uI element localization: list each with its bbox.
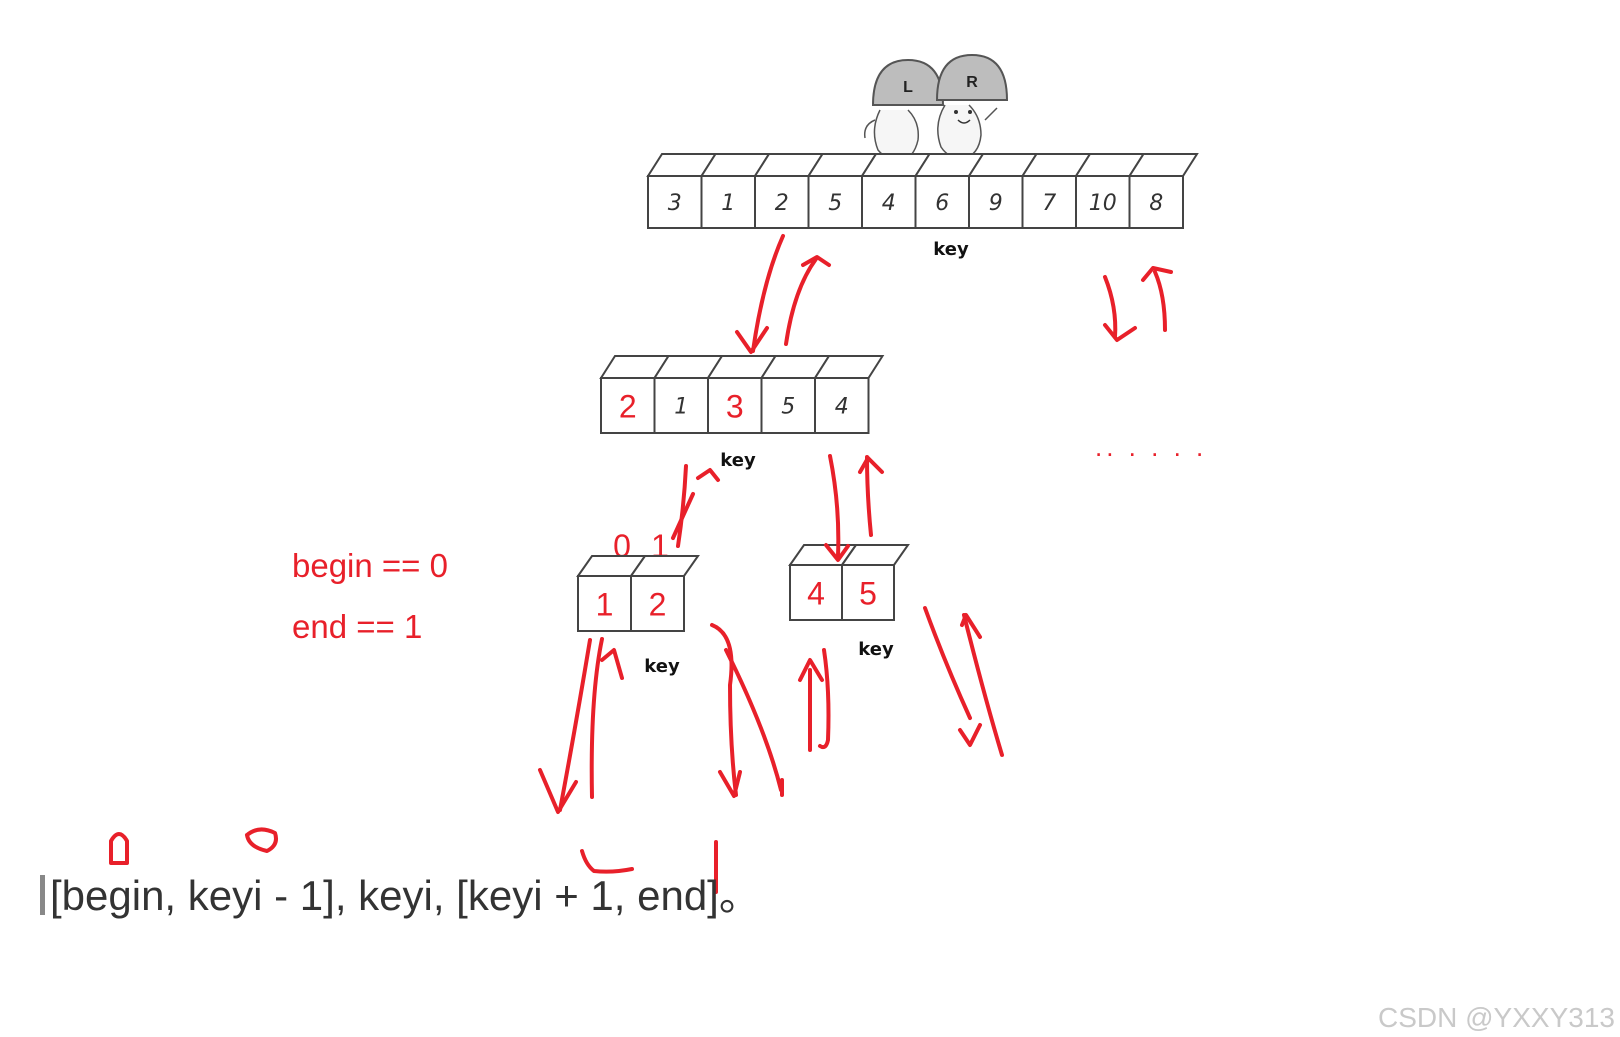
cell-value: 4: [882, 191, 896, 216]
recursion-arrows: [109, 234, 1173, 894]
array-cell: [968, 175, 1024, 229]
cell-value: 2: [619, 389, 637, 425]
array-cell: [841, 564, 895, 621]
array-cell: [789, 564, 843, 621]
right-helmet-icon: [935, 53, 1009, 101]
array-cell: [653, 377, 709, 434]
cell-value: 4: [835, 395, 849, 420]
sub-array-1: 2 1 3 5 4: [599, 355, 885, 434]
ellipsis: .. . . . .: [1095, 432, 1207, 462]
cell-value: 9: [989, 191, 1003, 216]
main-key-label: key: [933, 239, 969, 260]
array-cell: [630, 575, 685, 632]
main-array: 3 1 2 5 4 6 9 7 10 8: [646, 153, 1199, 229]
array-cell: [707, 377, 763, 434]
array-cell: [1021, 175, 1077, 229]
helmet-label-left: L: [903, 79, 913, 96]
array-cell: [647, 175, 703, 229]
partition-formula: [begin, keyi - 1], keyi, [keyi + 1, end]…: [50, 872, 761, 919]
array-cell: [807, 175, 863, 229]
array-cell: [760, 377, 816, 434]
cell-value: 1: [674, 395, 688, 420]
cell-value: 5: [781, 395, 795, 420]
cell-value: 10: [1089, 191, 1117, 216]
pivot-cell: [914, 175, 970, 229]
cell-value: 4: [807, 576, 825, 612]
sub2-key-label: key: [644, 656, 680, 677]
array-cell: [1128, 175, 1184, 229]
cell-value: 3: [668, 191, 682, 216]
sub3-key-label: key: [858, 639, 894, 660]
array-cell: [600, 377, 656, 434]
helmet-characters: L R: [863, 53, 1009, 163]
array-cell: [700, 175, 756, 229]
array-cell: [861, 175, 917, 229]
cell-value: 6: [935, 191, 949, 216]
cell-value: 1: [596, 587, 614, 623]
cell-value: 2: [649, 587, 667, 623]
cell-value: 5: [828, 191, 842, 216]
array-cell: [814, 377, 870, 434]
cell-value: 3: [726, 389, 744, 425]
helmet-label-right: R: [966, 74, 978, 91]
array-cell: [754, 175, 810, 229]
cell-value: 1: [721, 191, 735, 216]
begin-annotation: begin == 0: [292, 547, 448, 584]
cell-value: 2: [775, 191, 789, 216]
sub1-key-label: key: [720, 450, 756, 471]
cell-value: 5: [859, 576, 877, 612]
cell-value: 8: [1149, 191, 1163, 216]
text-cursor-icon: [40, 875, 45, 915]
watermark: CSDN @YXXY313: [1378, 1002, 1615, 1033]
cell-value: 7: [1042, 191, 1056, 216]
end-annotation: end == 1: [292, 608, 422, 645]
